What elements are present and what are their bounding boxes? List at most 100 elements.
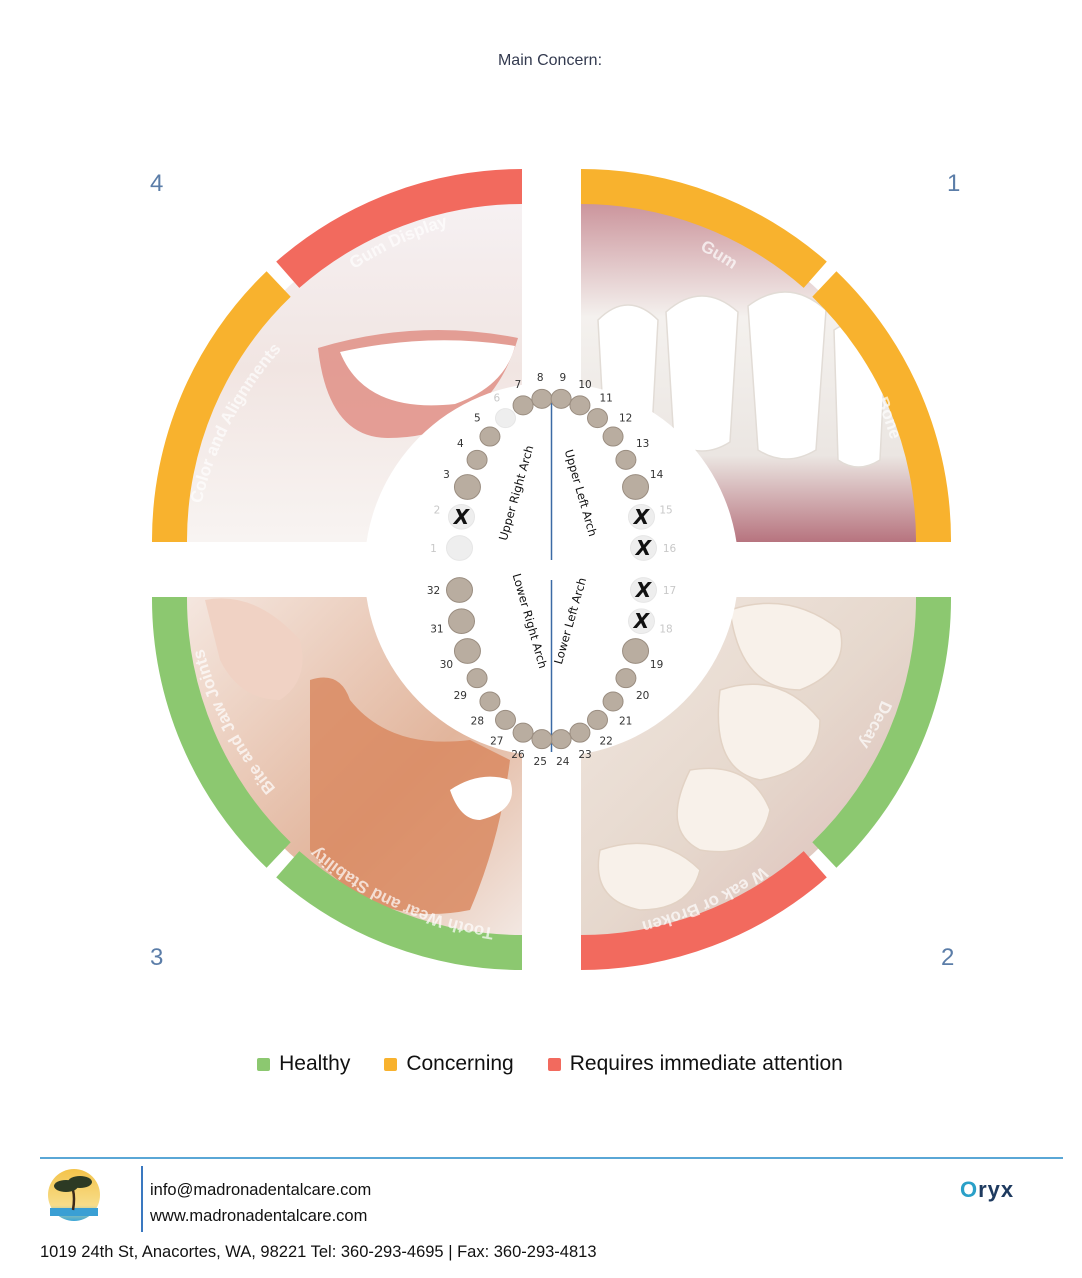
tooth-23[interactable]: 23 bbox=[569, 722, 592, 761]
madrona-tree-logo-icon bbox=[48, 1169, 100, 1221]
tooth-number-2: 2 bbox=[434, 505, 441, 517]
tooth-4[interactable]: 4 bbox=[457, 438, 488, 470]
tooth-19[interactable]: 19 bbox=[622, 638, 664, 671]
tooth-28[interactable]: 28 bbox=[471, 691, 501, 728]
tooth-16[interactable]: 16X bbox=[630, 535, 677, 561]
tooth-crown-28 bbox=[479, 691, 501, 712]
tooth-3[interactable]: 3 bbox=[443, 469, 481, 500]
legend-swatch-healthy bbox=[257, 1057, 271, 1071]
tooth-number-1: 1 bbox=[430, 543, 437, 555]
tooth-crown-26 bbox=[512, 722, 534, 743]
tooth-number-11: 11 bbox=[599, 392, 612, 404]
tooth-9[interactable]: 9 bbox=[550, 372, 572, 409]
tooth-crown-21 bbox=[602, 691, 624, 712]
contact-website[interactable]: www.madronadentalcare.com bbox=[150, 1207, 368, 1225]
tooth-number-3: 3 bbox=[443, 469, 450, 481]
tooth-5[interactable]: 5 bbox=[474, 412, 501, 447]
tooth-crown-7 bbox=[512, 395, 534, 416]
tooth-number-23: 23 bbox=[578, 749, 591, 761]
segment-weak-or-broken[interactable] bbox=[581, 851, 827, 970]
tooth-number-18: 18 bbox=[659, 623, 672, 635]
tooth-11[interactable]: 11 bbox=[587, 392, 613, 429]
tooth-number-10: 10 bbox=[578, 379, 591, 391]
segment-decay[interactable] bbox=[812, 597, 952, 868]
missing-tooth-mark-17: X bbox=[634, 578, 653, 602]
tooth-crown-29 bbox=[466, 668, 488, 689]
quadrant-number-3: 3 bbox=[150, 944, 164, 971]
tooth-number-24: 24 bbox=[556, 756, 570, 768]
tooth-17[interactable]: 17 X bbox=[630, 577, 677, 603]
tooth-number-7: 7 bbox=[515, 379, 522, 391]
tooth-crown-8 bbox=[531, 388, 553, 409]
tooth-number-9: 9 bbox=[559, 372, 566, 384]
missing-tooth-mark-18: X bbox=[632, 609, 651, 633]
segment-bone[interactable] bbox=[812, 271, 952, 542]
segment-color-alignments[interactable] bbox=[151, 271, 291, 542]
tooth-number-20: 20 bbox=[636, 690, 649, 702]
tooth-crown-15 bbox=[627, 503, 655, 530]
tooth-1[interactable]: 1 bbox=[430, 535, 473, 561]
tooth-number-15: 15 bbox=[659, 505, 672, 517]
quadrant-1-teeth-illustration bbox=[597, 291, 887, 468]
contact-email[interactable]: info@madronadentalcare.com bbox=[150, 1181, 372, 1199]
legend-swatch-attention bbox=[547, 1057, 561, 1071]
tooth-10[interactable]: 10 bbox=[569, 379, 592, 416]
segment-bite-jaw[interactable] bbox=[151, 597, 291, 868]
missing-tooth-mark-2: X bbox=[452, 505, 471, 529]
tooth-21[interactable]: 21 bbox=[602, 691, 632, 728]
tooth-30[interactable]: 30 bbox=[440, 638, 481, 671]
tooth-7[interactable]: 7 bbox=[512, 379, 534, 416]
legend-item-concerning: Concerning bbox=[384, 1052, 514, 1076]
tooth-crown-18 bbox=[627, 608, 655, 635]
tooth-number-30: 30 bbox=[440, 659, 453, 671]
tooth-32[interactable]: 32 bbox=[427, 577, 473, 603]
quadrant-number-4: 4 bbox=[150, 170, 164, 197]
oryx-brand-logo: Oryx bbox=[960, 1177, 1014, 1203]
tooth-26[interactable]: 26 bbox=[511, 722, 534, 761]
tooth-number-21: 21 bbox=[619, 716, 632, 728]
tooth-13[interactable]: 13 bbox=[615, 438, 649, 470]
tooth-crown-24 bbox=[550, 729, 572, 750]
main-concern-label: Main Concern: bbox=[497, 52, 603, 69]
footer-rule bbox=[40, 1157, 1063, 1159]
tooth-27[interactable]: 27 bbox=[490, 709, 516, 748]
tooth-number-5: 5 bbox=[474, 412, 481, 424]
tooth-14[interactable]: 14 bbox=[622, 469, 664, 500]
tooth-12[interactable]: 12 bbox=[602, 412, 632, 447]
footer-divider bbox=[141, 1166, 143, 1232]
tooth-6[interactable]: 6 bbox=[493, 392, 516, 429]
tooth-number-31: 31 bbox=[430, 623, 443, 635]
tooth-crown-9 bbox=[550, 388, 572, 409]
quadrant-3-face-illustration bbox=[205, 598, 512, 914]
legend: Healthy Concerning Requires immediate at… bbox=[0, 1052, 1082, 1076]
legend-label-attention: Requires immediate attention bbox=[569, 1052, 843, 1075]
tooth-29[interactable]: 29 bbox=[454, 668, 488, 702]
oryx-wordmark-rest: ryx bbox=[978, 1177, 1015, 1202]
segment-tooth-wear[interactable] bbox=[276, 851, 522, 970]
tooth-25[interactable]: 25 bbox=[531, 729, 553, 768]
tooth-crown-23 bbox=[569, 722, 591, 743]
quadrant-2-molar-illustration bbox=[597, 602, 843, 911]
tooth-20[interactable]: 20 bbox=[615, 668, 649, 702]
segment-gum[interactable] bbox=[581, 169, 827, 288]
tooth-31[interactable]: 31 bbox=[430, 608, 476, 636]
tooth-18[interactable]: 18 X bbox=[627, 608, 673, 636]
segment-gum-display[interactable] bbox=[276, 169, 522, 288]
tooth-number-17: 17 bbox=[663, 585, 676, 597]
tooth-crown-17 bbox=[630, 577, 657, 603]
footer-address: 1019 24th St, Anacortes, WA, 98221 Tel: … bbox=[40, 1243, 597, 1261]
tooth-crown-27 bbox=[495, 709, 516, 730]
tooth-crown-25 bbox=[531, 729, 553, 750]
tooth-number-13: 13 bbox=[636, 438, 649, 450]
tooth-crown-30 bbox=[453, 638, 481, 664]
tooth-crown-31 bbox=[448, 608, 476, 635]
tooth-22[interactable]: 22 bbox=[587, 709, 613, 748]
tooth-15[interactable]: 15X bbox=[627, 503, 673, 530]
tooth-number-19: 19 bbox=[650, 659, 663, 671]
quadrant-number-1: 1 bbox=[947, 170, 961, 197]
tooth-crown-20 bbox=[615, 668, 637, 689]
tooth-number-27: 27 bbox=[490, 736, 503, 748]
tooth-number-12: 12 bbox=[619, 412, 632, 424]
